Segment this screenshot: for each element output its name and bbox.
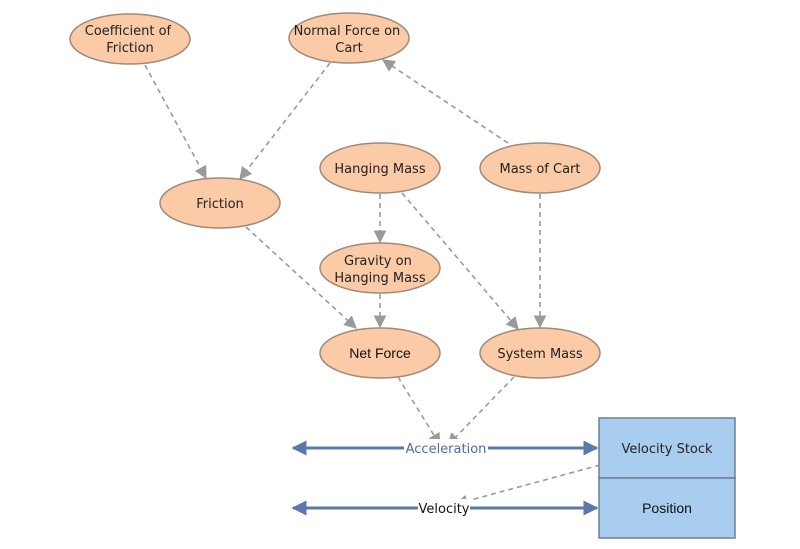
friction-label: Friction: [196, 197, 244, 212]
normal-force-on-cart-label: Normal Force on Cart: [294, 24, 405, 56]
coefficient-of-friction-label: Coefficient of Friction: [85, 24, 176, 56]
acceleration-label-bg: [404, 439, 488, 457]
link-system-mass-to-acceleration[interactable]: [447, 376, 515, 446]
position-box[interactable]: [598, 477, 736, 539]
velocity-label-bg: [418, 499, 470, 517]
gravity-on-hanging-mass-ellipse[interactable]: [319, 242, 441, 294]
velocity-stock-label: Velocity Stock: [621, 442, 713, 457]
acceleration-label[interactable]: Acceleration: [406, 442, 487, 457]
stock-position[interactable]: Position: [598, 477, 736, 539]
hanging-mass-label: Hanging Mass: [334, 162, 425, 177]
velocity-label[interactable]: Velocity: [419, 502, 470, 517]
node-coefficient-of-friction[interactable]: Coefficient of Friction: [69, 13, 191, 65]
system-mass-label: System Mass: [497, 347, 583, 362]
node-normal-force-on-cart[interactable]: Normal Force on Cart: [288, 12, 410, 64]
mass-of-cart-label: Mass of Cart: [499, 162, 580, 177]
coefficient-of-friction-ellipse[interactable]: [69, 13, 191, 65]
friction-ellipse[interactable]: [159, 177, 281, 229]
dependency-links: [144, 59, 601, 508]
node-hanging-mass[interactable]: Hanging Mass: [319, 142, 441, 194]
mass-of-cart-ellipse[interactable]: [479, 142, 601, 194]
node-system-mass[interactable]: System Mass: [479, 327, 601, 379]
link-hanging-mass-to-system-mass[interactable]: [401, 192, 519, 330]
normal-force-on-cart-ellipse[interactable]: [288, 12, 410, 64]
net-force-label: Net Force: [349, 345, 411, 361]
link-velocity-stock-to-velocity[interactable]: [454, 464, 601, 508]
velocity-stock-box[interactable]: [598, 417, 736, 479]
node-friction[interactable]: Friction: [159, 177, 281, 229]
position-label: Position: [642, 500, 692, 516]
hanging-mass-ellipse[interactable]: [319, 142, 441, 194]
link-mass-of-cart-to-normal-force[interactable]: [381, 59, 509, 144]
link-friction-to-net-force[interactable]: [245, 226, 357, 329]
node-mass-of-cart[interactable]: Mass of Cart: [479, 142, 601, 194]
net-force-ellipse[interactable]: [319, 327, 441, 379]
system-mass-ellipse[interactable]: [479, 327, 601, 379]
link-net-force-to-acceleration[interactable]: [397, 376, 441, 447]
gravity-on-hanging-mass-label: Gravity on Hanging Mass: [334, 254, 425, 286]
stock-velocity[interactable]: Velocity Stock: [598, 417, 736, 479]
link-normal-force-to-friction[interactable]: [239, 62, 331, 181]
node-gravity-on-hanging-mass[interactable]: Gravity on Hanging Mass: [319, 242, 441, 294]
link-coefficient-to-friction[interactable]: [144, 64, 207, 180]
node-net-force[interactable]: Net Force: [319, 327, 441, 379]
flow-velocity[interactable]: Velocity: [291, 499, 599, 517]
flow-acceleration[interactable]: Acceleration: [291, 439, 599, 457]
